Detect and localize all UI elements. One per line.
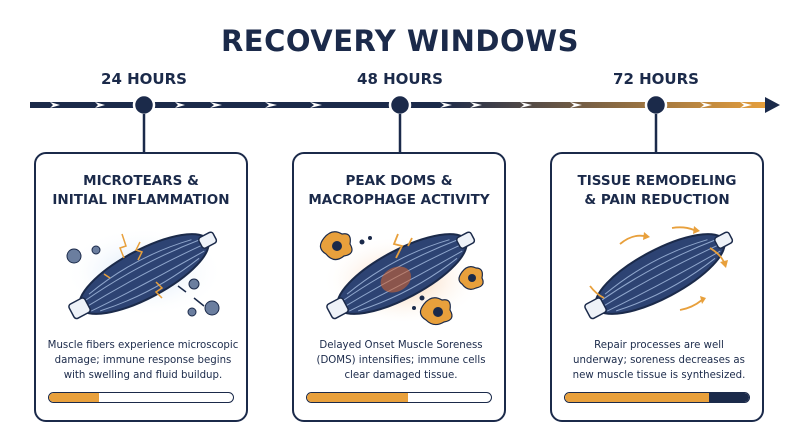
page-title: RECOVERY WINDOWS xyxy=(220,24,580,58)
card-title: TISSUE REMODELING & PAIN REDUCTION xyxy=(577,173,737,208)
hour-label-48: 48 HOURS xyxy=(357,70,443,88)
progress-fill xyxy=(307,393,409,402)
timeline-node-48 xyxy=(388,93,412,117)
card-title: MICROTEARS & INITIAL INFLAMMATION xyxy=(52,173,230,208)
card-description: Repair processes are well underway; sore… xyxy=(572,340,746,381)
timeline-node-72 xyxy=(644,93,668,117)
hour-label-24: 24 HOURS xyxy=(101,70,187,88)
muscle-remodeling-icon xyxy=(584,226,734,320)
progress-bar xyxy=(306,392,492,403)
hour-label-72: 72 HOURS xyxy=(613,70,699,88)
repair-arrows xyxy=(589,226,728,311)
card-24-hours: MICROTEARS & INITIAL INFLAMMATION xyxy=(34,152,248,422)
timeline-connectors xyxy=(142,114,658,152)
progress-bar xyxy=(564,392,750,403)
muscle-macrophage-icon xyxy=(319,231,484,326)
muscle-microtears-icon xyxy=(64,227,224,320)
card-title: PEAK DOMS & MACROPHAGE ACTIVITY xyxy=(308,173,490,208)
card-description: Muscle fibers experience microscopic dam… xyxy=(47,340,239,381)
timeline-node-24 xyxy=(132,93,156,117)
timeline-arrowhead xyxy=(765,97,780,113)
progress-fill xyxy=(49,393,99,402)
timeline-arrow xyxy=(30,93,780,117)
card-48-hours: PEAK DOMS & MACROPHAGE ACTIVITY xyxy=(292,152,506,422)
card-72-hours: TISSUE REMODELING & PAIN REDUCTION Repai… xyxy=(550,152,764,422)
timeline-chevrons xyxy=(50,102,752,108)
progress-bar xyxy=(48,392,234,403)
progress-fill xyxy=(565,393,749,402)
card-description: Delayed Onset Muscle Soreness (DOMS) int… xyxy=(316,340,486,381)
